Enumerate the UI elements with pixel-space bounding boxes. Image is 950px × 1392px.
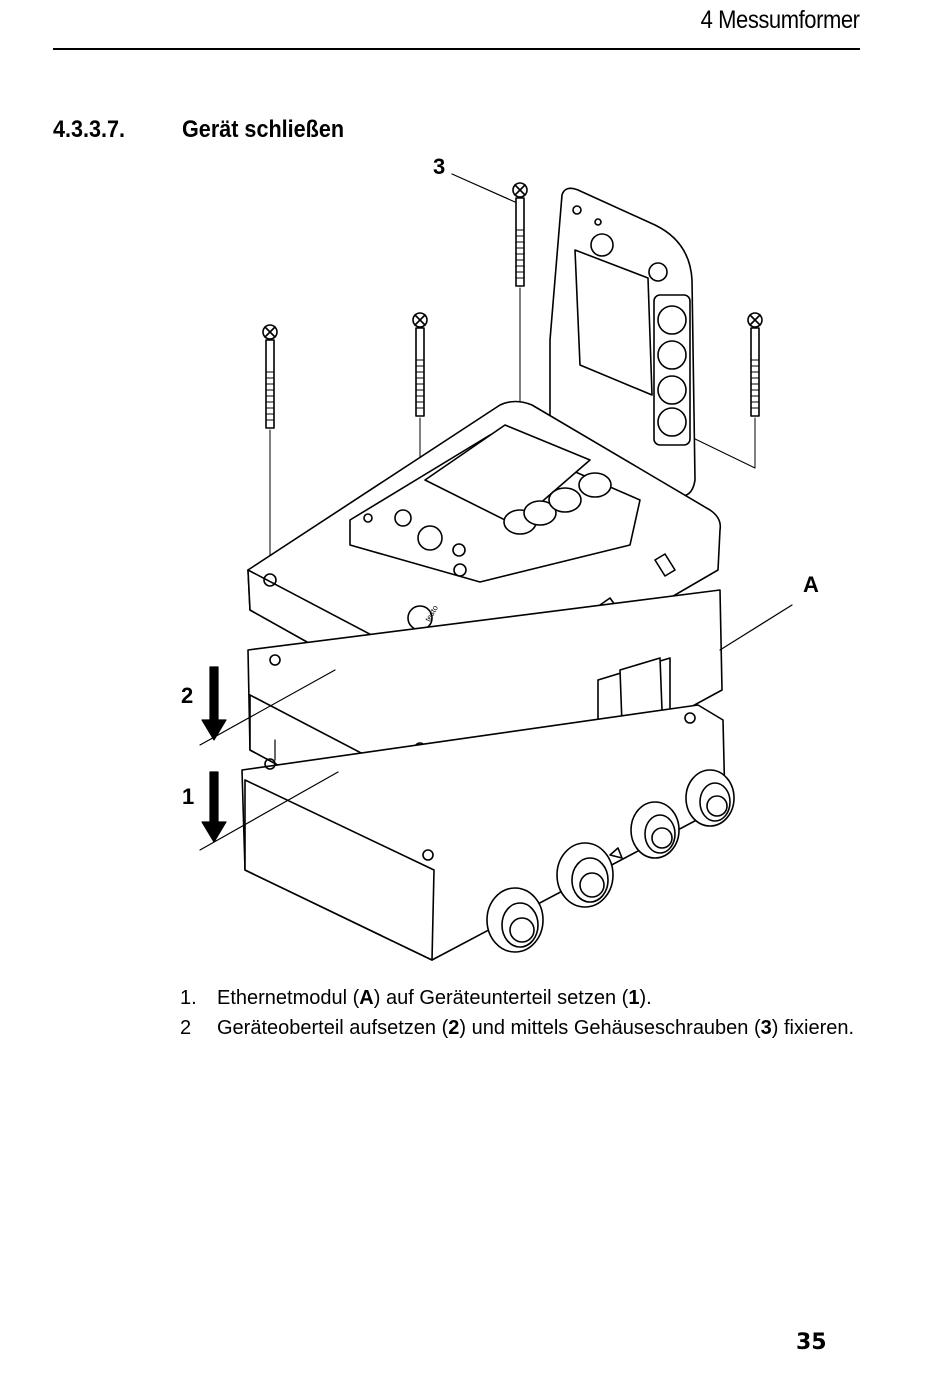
device-exploded-view <box>199 173 793 961</box>
instruction-step: 2 Geräteoberteil aufsetzen (2) und mitte… <box>180 1013 870 1043</box>
instruction-list: 1. Ethernetmodul (A) auf Geräteunterteil… <box>180 983 870 1043</box>
step-number: 1. <box>180 987 197 1009</box>
callout-1: 1 <box>182 784 195 809</box>
step-text-part: Geräteoberteil aufsetzen ( <box>217 1017 449 1039</box>
cable-gland-1 <box>486 887 544 953</box>
callout-2: 2 <box>181 683 194 708</box>
step-text-part: Ethernetmodul ( <box>217 987 360 1009</box>
step-reference: 2 <box>448 1017 460 1039</box>
step-reference: 3 <box>760 1017 772 1039</box>
screw-2 <box>262 324 278 429</box>
step-number: 2 <box>180 1017 192 1039</box>
screw-3 <box>412 312 428 417</box>
chapter-header: 4 Messumformer <box>701 6 860 34</box>
step-text-part: ). <box>639 987 652 1009</box>
step-text: Ethernetmodul (A) auf Geräteunterteil se… <box>217 983 870 1013</box>
cable-gland-2 <box>556 842 614 908</box>
section-title: Gerät schließen <box>182 116 345 143</box>
screw-4 <box>747 312 763 417</box>
header-rule <box>53 48 860 50</box>
hinged-lid <box>549 187 696 497</box>
lower-housing <box>241 704 735 961</box>
step-text-part: ) fixieren. <box>771 1017 855 1039</box>
step-text-part: ) und mittels Gehäuseschrauben ( <box>459 1017 761 1039</box>
callout-3-leader <box>451 173 516 203</box>
step-text: Geräteoberteil aufsetzen (2) und mittels… <box>217 1013 870 1043</box>
callout-3: 3 <box>433 154 446 179</box>
callout-a: A <box>803 572 819 597</box>
step-reference: 1 <box>628 987 640 1009</box>
step-reference: A <box>359 987 374 1009</box>
arrow-1 <box>199 771 339 851</box>
screw-1 <box>512 182 528 287</box>
device-assembly-illustration: 3 A 2 1 testo <box>170 150 870 970</box>
cable-gland-4 <box>685 769 735 827</box>
step-text-part: ) auf Geräteunterteil setzen ( <box>373 987 629 1009</box>
instruction-step: 1. Ethernetmodul (A) auf Geräteunterteil… <box>180 983 870 1013</box>
cable-gland-3 <box>630 801 680 859</box>
arrow-2 <box>199 666 336 746</box>
callout-a-leader <box>719 604 793 651</box>
section-number: 4.3.3.7. <box>53 116 126 143</box>
page-number: 35 <box>796 1330 827 1355</box>
